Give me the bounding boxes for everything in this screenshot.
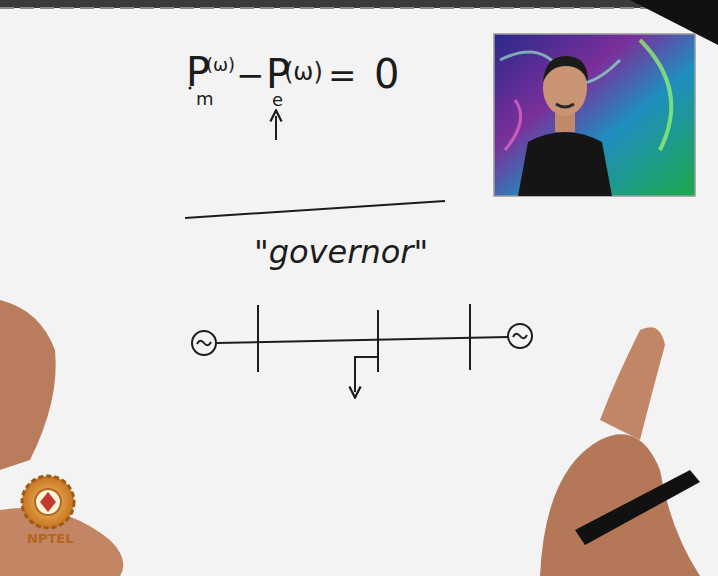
right-finger <box>600 327 665 440</box>
operator: = <box>328 58 357 92</box>
presenter-hair <box>543 56 588 82</box>
logo-gear <box>22 476 74 528</box>
left-hand <box>0 300 56 470</box>
logo-core <box>35 489 61 515</box>
presenter-body <box>518 132 612 196</box>
paper-edge <box>0 0 718 8</box>
paper-edge <box>0 7 718 9</box>
subscript: e <box>272 91 283 109</box>
bus-bar <box>469 304 471 370</box>
generator-symbol <box>508 324 532 348</box>
load-arrow <box>355 357 378 392</box>
right-hand <box>540 434 700 576</box>
value: 0 <box>374 54 399 94</box>
bus-bar <box>377 310 379 372</box>
superscript: (ω) <box>206 56 235 74</box>
argument: (ω) <box>284 60 323 84</box>
video-glow <box>640 40 671 150</box>
presenter-moustache <box>556 104 574 107</box>
one-line-diagram <box>192 304 532 392</box>
underline <box>185 201 445 218</box>
transmission-line <box>216 337 508 343</box>
logo-text: NPTEL <box>27 532 73 545</box>
video-inset <box>494 34 695 196</box>
generator-tilde <box>513 334 527 339</box>
generator-tilde <box>197 341 211 346</box>
video-glow <box>505 100 521 150</box>
handwritten-note: "governor" <box>254 236 428 268</box>
generator-symbol <box>192 331 216 355</box>
bus-bar <box>257 305 259 372</box>
pen <box>575 470 700 545</box>
subscript: m <box>196 90 214 108</box>
logo-mark <box>40 492 56 512</box>
pointer-arrow <box>275 116 277 140</box>
operator: − <box>236 58 265 92</box>
